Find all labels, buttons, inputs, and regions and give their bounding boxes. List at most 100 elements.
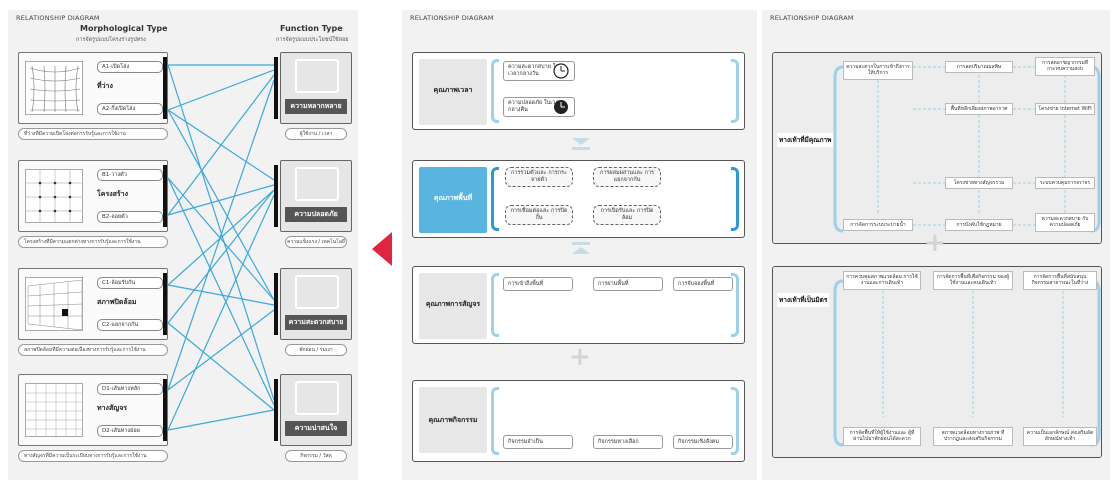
plus-icon: +: [924, 228, 946, 258]
function-box-interest: ความน่าสนใจ: [280, 374, 352, 446]
quality-node-5: โครงข่าย internet WiFi: [1035, 103, 1095, 116]
quality-node-8: การจัดการระบบระบายน้ำ: [843, 219, 913, 232]
type-b1-label: B1-วางตัว: [97, 169, 163, 181]
activity-item-necessary: กิจกรรมจำเป็น: [503, 435, 573, 449]
type-d2-label: D2-เส้นทางย่อย: [97, 425, 163, 437]
quality-node-2: การลดปริมาณมลพิษ: [945, 61, 1013, 74]
arrow-stem: [572, 147, 590, 150]
red-arrow-pointer: [372, 232, 392, 266]
function-box-safety: ความปลอดภัย: [280, 160, 352, 232]
circ-item-access: การเข้าถึงพื้นที่: [503, 277, 573, 291]
function-label-interest: ความน่าสนใจ: [285, 421, 347, 436]
folder-icon: [419, 167, 487, 233]
space-item-3: การเชื่อมต่อและ การปิดกั้น: [505, 205, 573, 225]
bracket-right: [731, 167, 739, 231]
plus-icon: +: [569, 342, 591, 372]
friendly-node-1: การควบคุมสภาพแวดล้อม การใช้งานและการเดิน…: [843, 271, 921, 290]
type-b2-label: B2-ลอยตัว: [97, 211, 163, 223]
circ-item-pass: การผ่านพื้นที่: [593, 277, 663, 291]
morph-caption-structure: โครงสร้างที่มีความแตกต่างทางการรับรู้และ…: [18, 236, 168, 248]
morph-box-enclosure: C1-ล้อมรับกัน สภาพปิดล้อม C2-แยกจากกัน: [18, 268, 168, 340]
activity-icon: [419, 387, 487, 453]
link-d1-variety: [167, 79, 275, 391]
morph-box-space: A1-เปิดโล่ง ที่ว่าง A2-กึ่งเปิดโล่ง: [18, 52, 168, 124]
friendly-node-3: การจัดการพื้นที่สนับสนุน กิจกรรมสาธารณะใ…: [1023, 271, 1097, 290]
relationship-lines: [167, 64, 275, 431]
space-item-1: การรวมตัวและ การกระจายตัว: [505, 167, 573, 187]
morph-heading-structure: โครงสร้าง: [97, 190, 129, 198]
connector-bar: [163, 165, 167, 227]
morph-heading-space: ที่ว่าง: [97, 82, 113, 90]
type-a2-label: A2-กึ่งเปิดโล่ง: [97, 103, 163, 115]
connector-bar: [274, 165, 278, 227]
morph-box-circulation: D1-เส้นทางหลัก ทางสัญจร D2-เส้นทางย่อย: [18, 374, 168, 446]
walking-icon: [419, 273, 487, 339]
link-c1-safety: [167, 189, 275, 286]
connector-bar: [274, 379, 278, 441]
function-type-subtitle: การจัดรูปแบบประโยชน์ใช้สอย: [276, 37, 349, 43]
function-label-safety: ความปลอดภัย: [285, 207, 347, 222]
quality-node-1: ความสะดวกในการเข้าถึงการให้บริการ: [843, 61, 913, 80]
arrow-stem: [572, 242, 590, 245]
morphological-type-subtitle: การจัดรูปแบบโครงร่างรูปทรง: [76, 37, 146, 43]
morph-heading-enclosure: สภาพปิดล้อม: [97, 298, 137, 306]
morph-box-structure: B1-วางตัว โครงสร้าง B2-ลอยตัว: [18, 160, 168, 232]
quality-box-time: คุณภาพเวลา ความสะดวกสบาย ในเวลากลางวัน ค…: [412, 52, 745, 130]
link-d2-safety: [167, 194, 275, 431]
quality-sidewalk-box: ทางเท้าที่มีคุณภาพ ความสะดวกในการเข้าถึง…: [772, 52, 1102, 244]
space-item-4: การเปิดรับและ การปิดล้อม: [593, 205, 661, 225]
morph-caption-circulation: ทางสัญจรที่มีความเป็นระเบียบทางการรับรู้…: [18, 450, 168, 462]
up-arrow: [572, 247, 590, 254]
type-c2-label: C2-แยกจากกัน: [97, 319, 163, 331]
relationship-panel-types: RELATIONSHIP DIAGRAM Morphological Type …: [8, 10, 358, 480]
connector-bar: [163, 273, 167, 335]
type-d1-label: D1-เส้นทางหลัก: [97, 383, 163, 395]
sidewalk-quality-title: ทางเท้าที่มีคุณภาพ: [777, 133, 834, 147]
street-photo-background: [773, 53, 1101, 243]
function-box-comfort: ความสะดวกสบาย: [280, 268, 352, 340]
friendly-node-2: การจัดการพื้นที่เพื่อกิจกรรม ของผู้ใช้งา…: [933, 271, 1013, 290]
function-caption-variety: ผู้ใช้งาน / เวลา: [285, 128, 347, 140]
panel-title: RELATIONSHIP DIAGRAM: [410, 14, 494, 22]
quality-box-activity: คุณภาพกิจกรรม กิจกรรมจำเป็น กิจกรรมทางเล…: [412, 380, 745, 462]
type-a1-label: A1-เปิดโล่ง: [97, 61, 163, 73]
bracket-right: [731, 273, 739, 337]
quality-title-circulation: คุณภาพการสัญจร: [425, 300, 481, 308]
bracket-right: [731, 387, 739, 455]
activity-item-social: กิจกรรมเชิงสังคม: [673, 435, 733, 449]
node-connections: [833, 65, 1101, 233]
function-caption-comfort: พักผ่อน / ร่มเงา: [285, 344, 347, 356]
quality-title-time: คุณภาพเวลา: [433, 86, 473, 94]
friendly-node-6: ความเป็นเอกลักษณ์ ส่งเสริมอัตลักษณ์ทางเท…: [1023, 427, 1097, 446]
quality-node-7: ระบบควบคุมการจราจร: [1035, 177, 1095, 190]
link-c2-safety: [167, 189, 275, 324]
morph-heading-circulation: ทางสัญจร: [97, 404, 128, 412]
connector-bar: [163, 57, 167, 119]
structure-grid-thumbnail: [25, 169, 83, 223]
quality-box-circulation: คุณภาพการสัญจร การเข้าถึงพื้นที่ การผ่าน…: [412, 266, 745, 344]
quality-title-space: คุณภาพพื้นที่: [433, 194, 473, 202]
link-b2-safety: [167, 184, 275, 216]
sidewalk-friendly-title: ทางเท้าที่เป็นมิตร: [777, 293, 830, 307]
bracket-left: [491, 273, 499, 337]
circulation-grid-thumbnail: [25, 383, 83, 437]
quality-box-space: คุณภาพพื้นที่ การรวมตัวและ การกระจายตัว …: [412, 160, 745, 238]
panel-title: RELATIONSHIP DIAGRAM: [16, 14, 100, 22]
function-caption-safety: ความแข็งแรง / เทคโนโลยี: [285, 236, 347, 248]
cloud-icon: [419, 59, 487, 125]
quality-node-3: การลดอาชญากรรมที่กระทบความสงบ: [1035, 57, 1095, 76]
function-box-variety: ความหลากหลาย: [280, 52, 352, 124]
function-type-title: Function Type: [280, 24, 343, 33]
link-a1-interest: [167, 64, 275, 401]
clock-day-icon: [553, 63, 569, 79]
circ-item-occupy: การจับจองพื้นที่: [673, 277, 733, 291]
down-arrow: [572, 138, 590, 145]
link-c1-comfort: [167, 284, 275, 306]
connector-bar: [163, 379, 167, 441]
shield-icon: [295, 167, 339, 201]
space-item-2: การผสมผสานและ การแยกจากกัน: [593, 167, 661, 187]
quality-title-activity: คุณภาพกิจกรรม: [428, 416, 478, 424]
morphological-type-title: Morphological Type: [80, 24, 168, 33]
quality-node-10: ความสะดวกสบาย กับความปลอดภัย: [1035, 213, 1095, 232]
morph-caption-enclosure: สภาพปิดล้อมที่มีความต่อเนื่องทางการรับรู…: [18, 344, 168, 356]
